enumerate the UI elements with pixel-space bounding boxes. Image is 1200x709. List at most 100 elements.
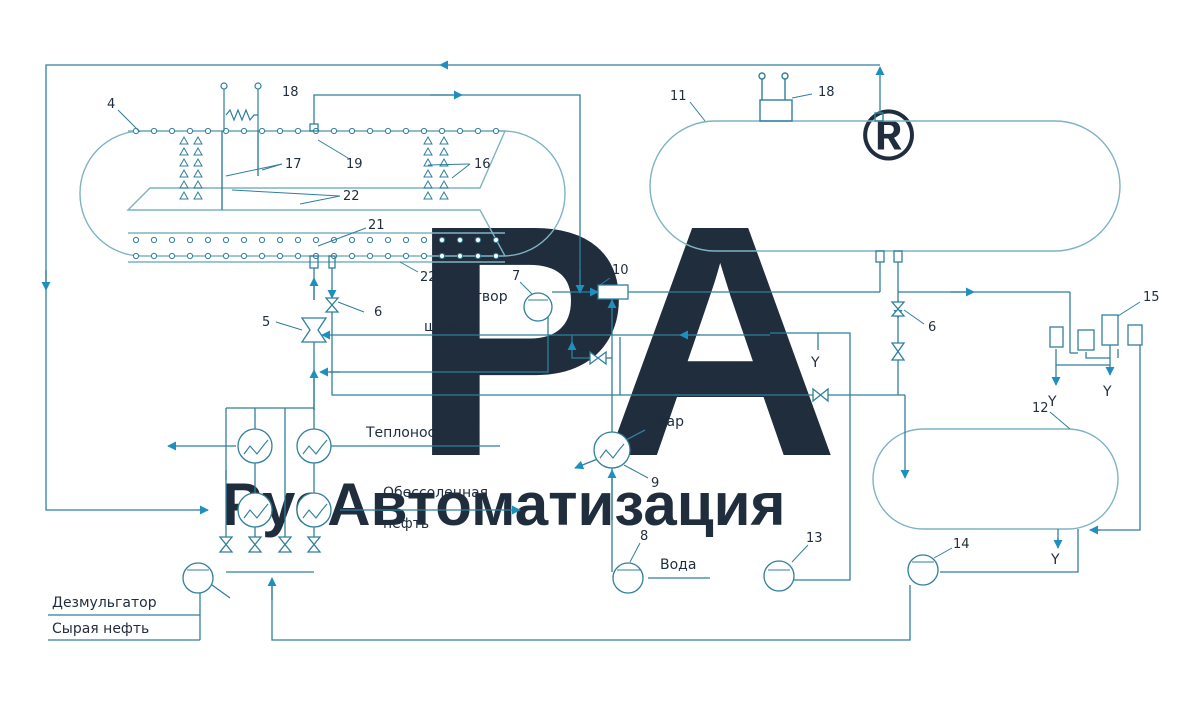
distributor-nozzle xyxy=(420,252,428,260)
distributor-nozzle xyxy=(132,236,140,244)
distributor-nozzle xyxy=(330,127,338,135)
distributor-nozzle xyxy=(402,236,410,244)
num-21: 21 xyxy=(368,218,385,233)
label-obessolennaya: Обессоленная xyxy=(383,485,488,501)
piping xyxy=(41,60,1141,641)
distributor-nozzle xyxy=(258,236,266,244)
heat-exchanger-zigzags xyxy=(187,299,934,571)
drain-y-2: Y xyxy=(1047,394,1057,410)
num-22-lower: 22 xyxy=(420,270,437,285)
distributor-nozzle xyxy=(348,236,356,244)
position-numbers: 4 18 17 19 16 22 21 22 5 6 7 10 11 18 6 … xyxy=(107,85,1160,552)
electrode-marker xyxy=(179,135,189,145)
label-shchelochi: щелочи xyxy=(424,319,481,335)
electrode-marker xyxy=(179,168,189,178)
transformer-18-right xyxy=(759,99,793,122)
distributor-nozzle xyxy=(312,236,320,244)
electrode-marker xyxy=(439,157,449,167)
num-22-upper: 22 xyxy=(343,189,360,204)
registered-mark: ® xyxy=(862,96,915,176)
pump-14 xyxy=(907,554,939,586)
electrode-marker xyxy=(423,179,433,189)
distributor-nozzle xyxy=(456,127,464,135)
instrument-15b xyxy=(1077,329,1095,351)
distributor-nozzle xyxy=(294,252,302,260)
valve-bypass xyxy=(589,350,607,366)
vessel-12 xyxy=(872,428,1119,530)
distributor-nozzle xyxy=(150,236,158,244)
vessel-4-partitions xyxy=(126,130,507,257)
distributor-nozzle xyxy=(402,127,410,135)
drain-symbols: Y Y Y Y xyxy=(810,355,1112,568)
distributor-nozzle xyxy=(384,252,392,260)
electrode-marker xyxy=(179,157,189,167)
distributor-nozzle xyxy=(438,236,446,244)
valve-6-right xyxy=(890,301,906,317)
distributor-nozzle xyxy=(474,236,482,244)
watermark-logo: РА xyxy=(410,156,839,525)
electrode-marker xyxy=(193,146,203,156)
label-rastvor: Раствор xyxy=(449,289,508,305)
num-4: 4 xyxy=(107,97,115,112)
num-6-right: 6 xyxy=(928,320,936,335)
electrode-marker xyxy=(193,157,203,167)
distributor-nozzle xyxy=(366,236,374,244)
electrode-marker xyxy=(439,190,449,200)
drain-y-3: Y xyxy=(1102,384,1112,400)
distributor-nozzle xyxy=(240,252,248,260)
num-9: 9 xyxy=(651,476,659,491)
valve-6-left xyxy=(324,297,340,313)
electrode-marker xyxy=(193,179,203,189)
num-13: 13 xyxy=(806,531,823,546)
valve-main-line xyxy=(812,387,829,403)
distributor-nozzle xyxy=(348,127,356,135)
num-18-left: 18 xyxy=(282,85,299,100)
distributor-nozzle xyxy=(168,127,176,135)
heat-exchanger-3 xyxy=(237,492,273,528)
pump-raw-oil xyxy=(182,562,214,594)
label-syraya-neft: Сырая нефть xyxy=(52,621,149,637)
label-par: Пар xyxy=(656,414,684,430)
leader-lines xyxy=(117,93,1141,563)
electrode-elements xyxy=(179,135,449,200)
distributor-nozzle xyxy=(168,236,176,244)
distributor-nozzle xyxy=(474,127,482,135)
distributor-nozzle xyxy=(204,252,212,260)
num-7: 7 xyxy=(512,269,520,284)
instrument-15c xyxy=(1101,314,1119,346)
num-16: 16 xyxy=(474,157,491,172)
distributor-nozzle xyxy=(366,127,374,135)
steam-heater-9 xyxy=(593,431,631,469)
distributor-nozzle xyxy=(456,252,464,260)
distributor-nozzle xyxy=(222,252,230,260)
label-teplonositel: Теплоноситель xyxy=(365,425,478,441)
pump-8 xyxy=(612,562,644,594)
distributor-nozzle xyxy=(186,252,194,260)
distributor-nozzle xyxy=(366,252,374,260)
num-15: 15 xyxy=(1143,290,1160,305)
distributor-nozzle xyxy=(132,252,140,260)
distributor-nozzle xyxy=(402,252,410,260)
num-14: 14 xyxy=(953,537,970,552)
electrode-marker xyxy=(439,168,449,178)
heat-exchanger-4 xyxy=(296,492,332,528)
distributor-nozzle xyxy=(294,236,302,244)
distributor-nozzles xyxy=(132,127,500,260)
label-voda: Вода xyxy=(660,557,696,573)
pump-13 xyxy=(763,560,795,592)
distributor-nozzle xyxy=(258,252,266,260)
distributor-nozzle xyxy=(384,127,392,135)
distributor-nozzle xyxy=(276,252,284,260)
electrode-marker xyxy=(179,179,189,189)
drain-y-1: Y xyxy=(810,355,820,371)
distributor-nozzle xyxy=(240,127,248,135)
electrode-marker xyxy=(193,168,203,178)
electrode-marker xyxy=(423,168,433,178)
distributor-nozzle xyxy=(204,127,212,135)
pump-7 xyxy=(523,292,553,322)
electrode-marker xyxy=(179,190,189,200)
electrode-marker xyxy=(193,135,203,145)
num-12: 12 xyxy=(1032,401,1049,416)
valve-right-lower xyxy=(890,342,906,361)
heat-exchanger-2 xyxy=(296,428,332,464)
